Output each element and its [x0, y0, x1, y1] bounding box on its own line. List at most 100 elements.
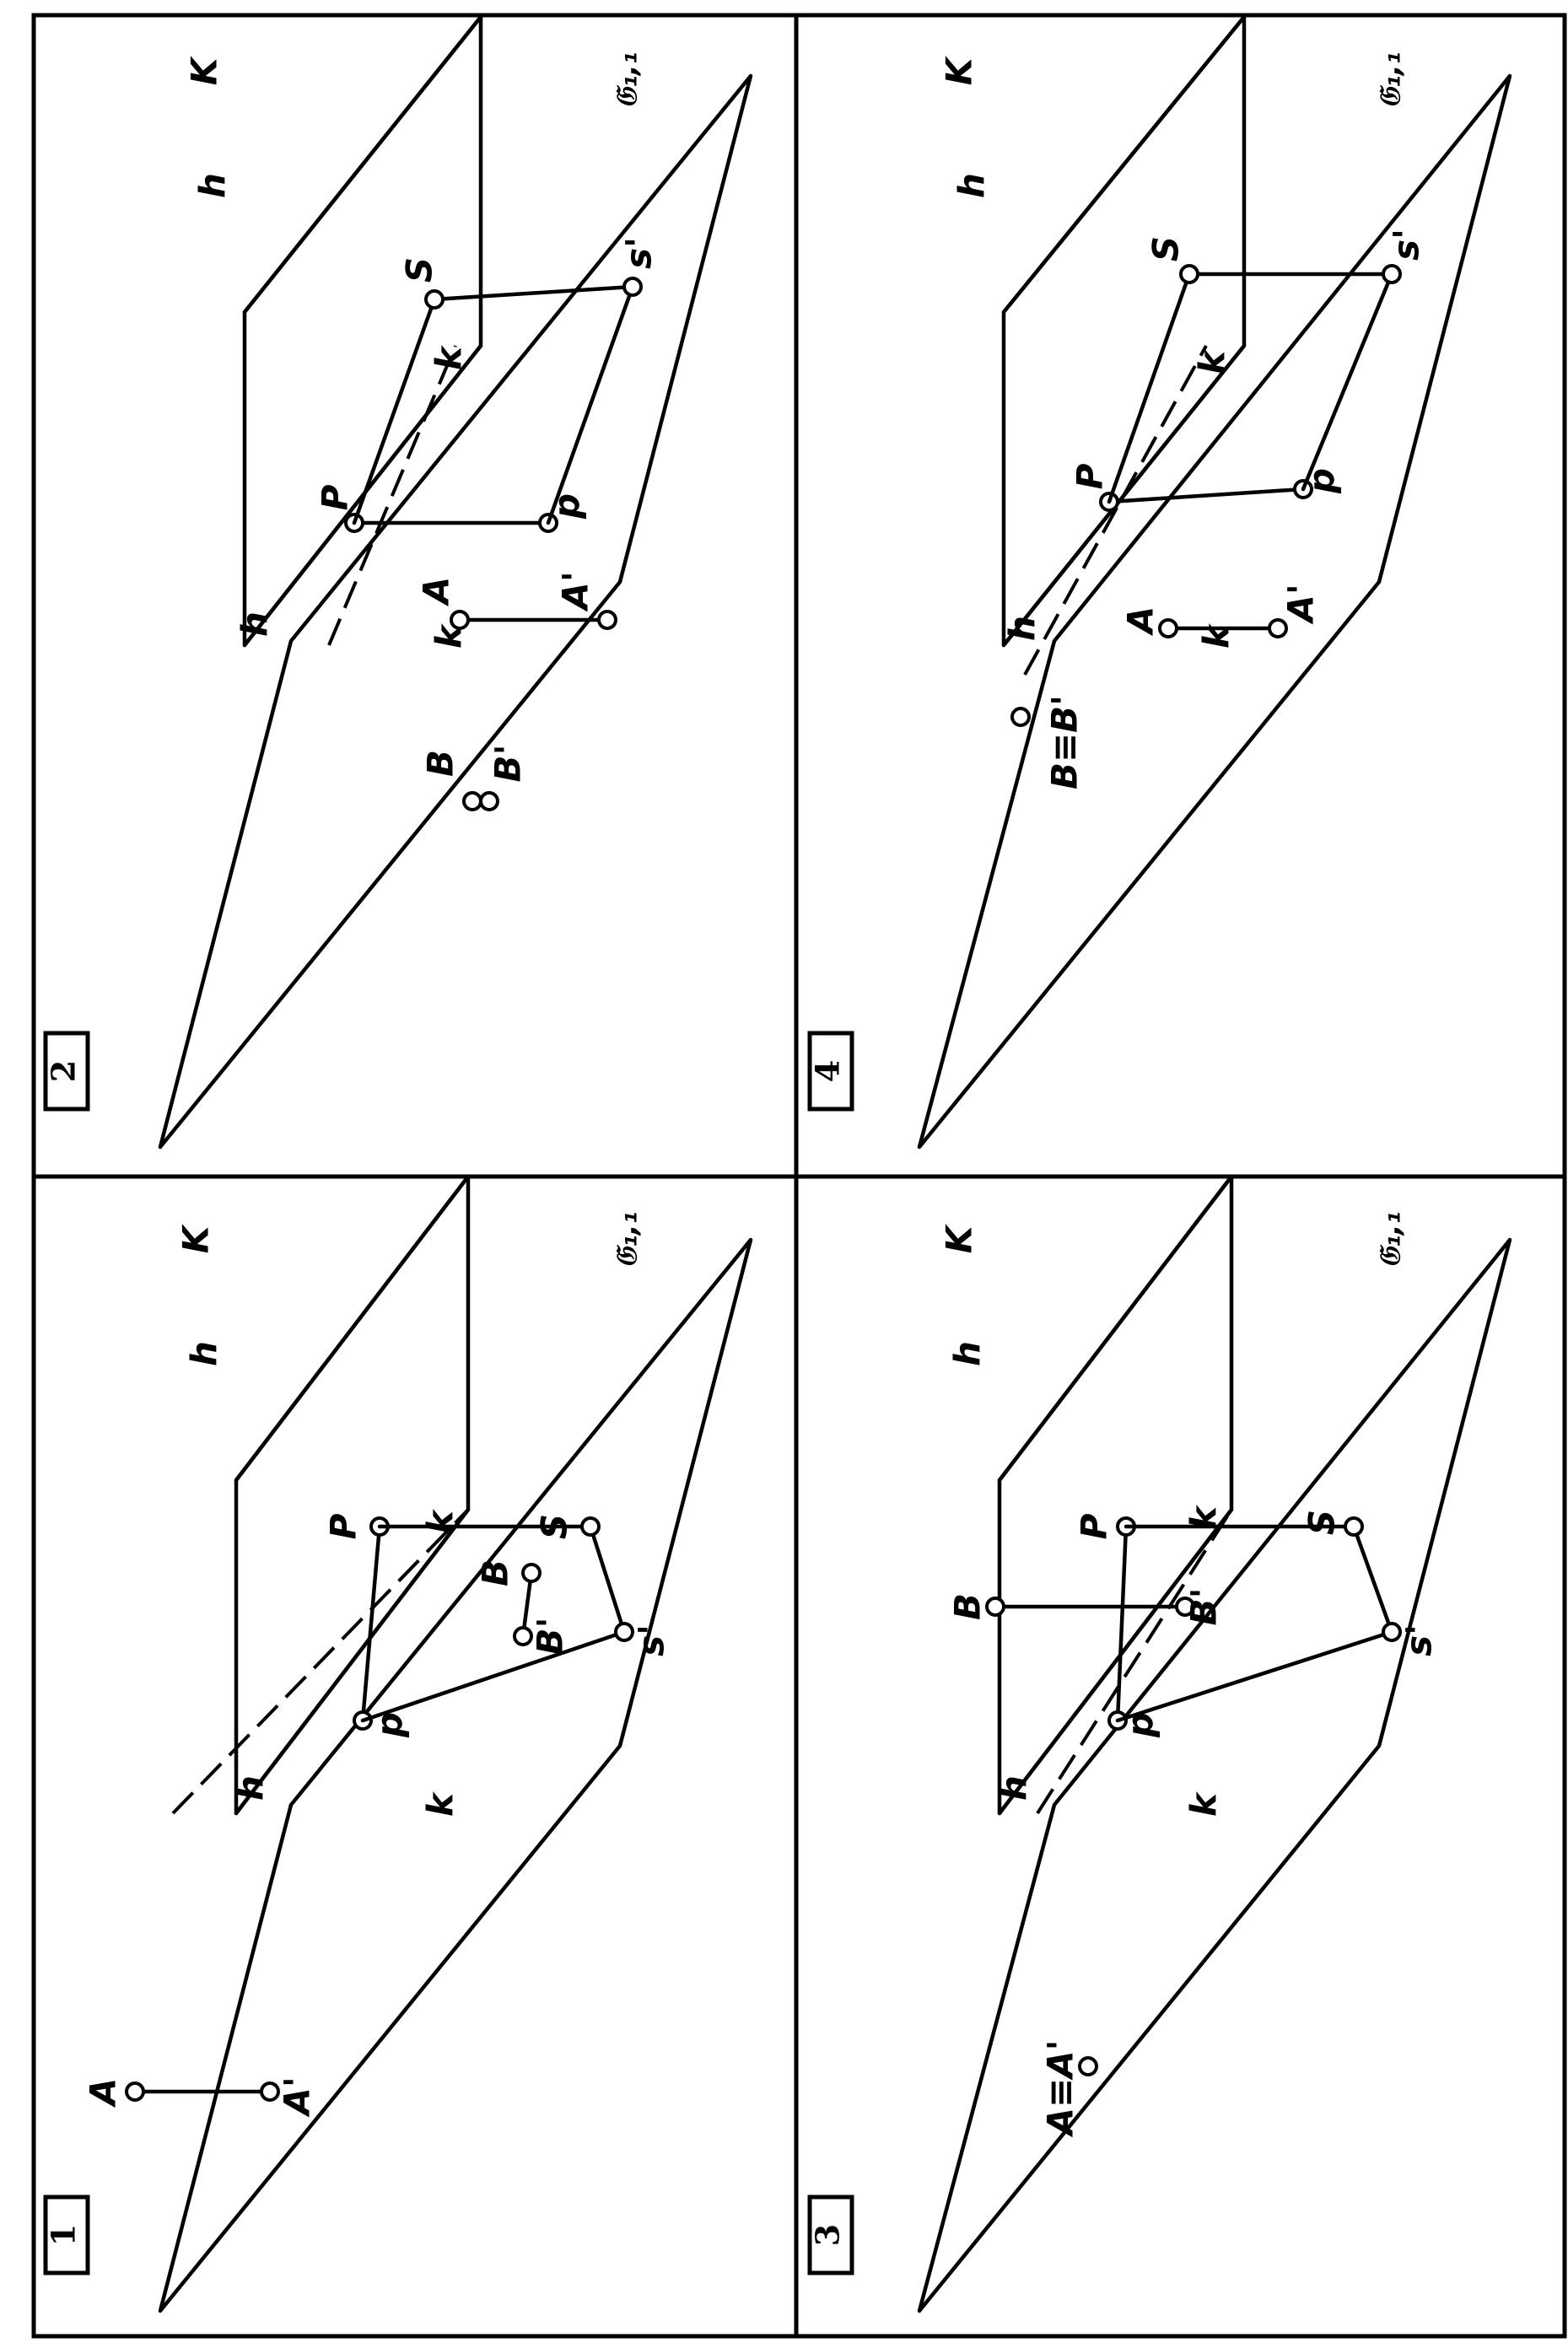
P-projector — [1115, 1524, 1129, 1723]
ground-line — [234, 1507, 471, 1816]
label-P: P — [315, 484, 356, 510]
dashed-line — [1036, 1508, 1233, 1815]
point-B — [521, 1563, 542, 1583]
label-S: S — [1145, 236, 1187, 261]
label-p: p — [1120, 1712, 1161, 1738]
P-projector — [360, 1524, 382, 1723]
horizon-line — [234, 1174, 471, 1483]
label-B-prime: B' — [1183, 1588, 1225, 1626]
point-A — [1158, 618, 1178, 638]
label-A-prime: A' — [555, 571, 596, 611]
label-h-top: h — [184, 1341, 225, 1366]
label-K: K — [184, 55, 225, 85]
panel-number-box — [807, 1031, 854, 1112]
label-B: B — [947, 1593, 989, 1620]
label-p: p — [547, 493, 588, 520]
horizon-line — [997, 1174, 1234, 1483]
point-B — [462, 791, 482, 811]
label-K: K — [175, 1223, 217, 1253]
label-k-bottom: k — [428, 622, 470, 649]
point-A-prime — [597, 610, 617, 630]
point-B — [985, 1597, 1005, 1617]
label-A-prime: A' — [1280, 584, 1322, 624]
label-h-bottom: h — [994, 1775, 1035, 1801]
point-B-prime — [1175, 1597, 1195, 1617]
label-s-prime: s' — [631, 1624, 672, 1656]
panel-4: 4 B≡B' A A' P p S s' K h h k k 𝔊₁,₁ — [807, 14, 1512, 1150]
S-projector — [432, 284, 635, 302]
label-h-top: h — [947, 1341, 989, 1366]
label-B-prime: B' — [530, 1618, 571, 1656]
point-S — [424, 289, 445, 310]
ground-plane — [917, 1237, 1512, 2313]
P-projector — [1107, 487, 1306, 504]
ground-plane — [158, 73, 753, 1150]
label-A: A — [416, 577, 457, 607]
panel-number: 4 — [809, 1060, 847, 1082]
ground-plane — [158, 1237, 753, 2313]
dashed-line — [1023, 345, 1208, 676]
point-s-prime — [614, 1622, 634, 1642]
label-k-top: k — [1183, 1504, 1225, 1530]
B-projector — [520, 1570, 534, 1639]
panel-number: 2 — [45, 1060, 83, 1082]
point-A — [125, 2081, 145, 2102]
dashed-line — [327, 345, 457, 646]
label-s-prime: s' — [618, 237, 660, 269]
picture-plane — [1001, 14, 1247, 648]
point-A — [1078, 2056, 1098, 2076]
label-A: A — [83, 2078, 124, 2108]
point-S — [1179, 264, 1199, 284]
panel-number: 1 — [45, 2224, 83, 2246]
p-s-line — [546, 284, 635, 525]
S-projector — [1351, 1524, 1394, 1634]
label-plane: 𝔊₁,₁ — [611, 1212, 644, 1268]
label-h-top: h — [192, 173, 234, 198]
label-P: P — [323, 1513, 364, 1539]
p-s-line — [1301, 272, 1394, 492]
label-h-top: h — [951, 173, 993, 198]
panel-number-box — [43, 2195, 90, 2275]
label-B-eq-B-prime: B≡B' — [1044, 695, 1086, 789]
label-h-bottom: h — [234, 611, 276, 637]
label-k-top: k — [428, 344, 470, 370]
label-S: S — [534, 1514, 575, 1539]
label-A-prime: A' — [277, 2076, 318, 2117]
label-p: p — [369, 1712, 411, 1738]
label-B: B — [420, 750, 461, 777]
label-B-prime: B' — [488, 745, 529, 783]
horizon-line — [242, 14, 483, 315]
label-P: P — [1074, 1513, 1115, 1539]
dashed-line — [171, 1508, 470, 1815]
label-S: S — [399, 257, 440, 283]
label-k-top: k — [1192, 348, 1233, 374]
label-S: S — [1301, 1510, 1343, 1535]
label-A-eq-A-prime: A≡A' — [1040, 2039, 1081, 2137]
point-s-prime — [622, 277, 643, 297]
point-B-prime — [479, 791, 499, 811]
label-plane: 𝔊₁,₁ — [611, 52, 644, 109]
point-A — [450, 610, 470, 630]
label-p: p — [1301, 468, 1343, 494]
P-S-line — [1107, 272, 1192, 504]
panel-number-box — [43, 1031, 90, 1112]
point-B-prime — [513, 1626, 533, 1646]
point-S — [580, 1516, 601, 1537]
label-h-bottom: h — [230, 1775, 272, 1801]
panel-2: 2 B B' A A' P p S s' K h h k k — [43, 14, 753, 1150]
label-h-bottom: h — [1002, 616, 1043, 641]
ground-line — [997, 1507, 1234, 1816]
S-projector — [588, 1524, 627, 1634]
label-A: A — [1120, 606, 1161, 637]
point-s-prime — [1382, 1622, 1402, 1642]
picture-plane — [234, 1174, 471, 1816]
p-s-line — [1115, 1629, 1394, 1723]
label-s-prime: s' — [1398, 1624, 1440, 1656]
ground-plane — [917, 73, 1512, 1150]
label-k-top: k — [420, 1508, 461, 1534]
P-S-line — [352, 297, 437, 525]
label-k-bottom: k — [420, 1791, 461, 1817]
horizon-line — [1001, 14, 1247, 315]
label-P: P — [1070, 463, 1111, 489]
